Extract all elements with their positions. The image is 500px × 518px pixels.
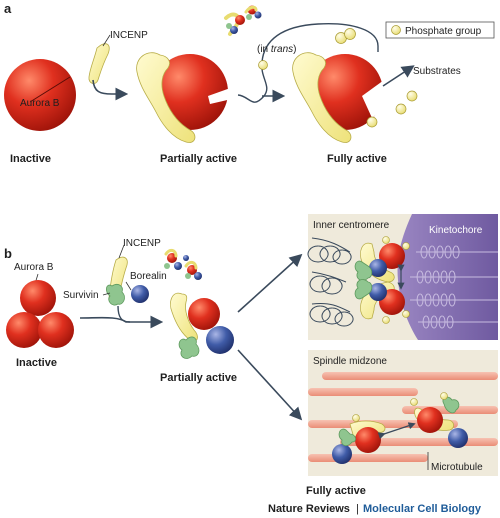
aurora-b-leader-line	[29, 76, 71, 103]
state-label-inactive-b: Inactive	[16, 357, 57, 369]
panel-b: b Aurora B Inactive INCENP Survivin Bore…	[4, 214, 498, 497]
kinase-open-cleft	[362, 80, 386, 118]
arrow-to-inner-centromere	[237, 253, 303, 313]
incenp-protein-full	[292, 52, 352, 143]
arrow-autophosphorylation-loop	[237, 23, 379, 103]
legend-box	[385, 21, 495, 39]
partially-active-complex-a	[136, 52, 236, 143]
incenp-protein-cpc-b	[170, 292, 198, 342]
incenp-protein-partial	[136, 52, 196, 143]
mini-complex-pool-b	[164, 248, 202, 280]
phosphate-group-trans	[258, 60, 268, 70]
borealin-protein-b	[131, 285, 149, 303]
state-label-partial-b: Partially active	[160, 372, 237, 384]
mini-complex-pool-a	[224, 5, 262, 36]
phosphate-group-2	[344, 28, 356, 40]
aurora-b-kinase-b-2	[6, 312, 42, 348]
incenp-label-b: INCENP	[123, 238, 161, 249]
legend-phosphate-icon	[391, 25, 401, 35]
survivin-protein-b	[106, 284, 125, 306]
survivin-leader	[102, 292, 111, 296]
state-label-full-a: Fully active	[327, 153, 387, 165]
panel-a-letter: a	[4, 1, 12, 16]
trans-phosphorylation-arrow-midzone	[377, 422, 416, 440]
phosphate-group-substrate-1	[406, 90, 418, 102]
survivin-protein-cpc-b	[178, 336, 200, 359]
borealin-protein-cpc-b	[206, 326, 234, 354]
arrow-inactive-to-partial-a	[92, 79, 129, 101]
credit-separator: |	[356, 503, 359, 515]
credit-journal: Nature Reviews	[268, 503, 350, 515]
state-label-inactive-a: Inactive	[10, 153, 51, 165]
panel-a: a Aurora B INCENP (in trans)	[4, 1, 495, 165]
panel-b-letter: b	[4, 246, 12, 261]
aurora-b-label-a: Aurora B	[20, 98, 60, 109]
aurora-b-kinase-inactive	[4, 59, 76, 131]
legend-label: Phosphate group	[405, 26, 482, 37]
survivin-label: Survivin	[63, 290, 99, 301]
incenp-protein-free	[88, 43, 110, 84]
journal-credit: Nature Reviews | Molecular Cell Biology	[268, 503, 482, 515]
aurora-b-kinase-b-1	[20, 280, 56, 316]
partially-active-cpc	[170, 292, 234, 359]
aurora-b-kinase-b-3	[38, 312, 74, 348]
arrow-to-substrates	[382, 65, 415, 87]
borealin-label: Borealin	[130, 271, 167, 282]
kinetochore-label: Kinetochore	[429, 225, 483, 236]
aurora-b-kinase-cpc-b	[188, 298, 220, 330]
credit-subject: Molecular Cell Biology	[363, 503, 482, 515]
kinetochore-microtubules	[410, 245, 498, 329]
microtubule-label: Microtubule	[431, 462, 483, 473]
cpc-centromere-top	[354, 236, 410, 283]
borealin-leader	[125, 281, 132, 291]
cpc-midzone-right	[410, 392, 468, 448]
incenp-b-leader	[118, 244, 125, 259]
in-trans-label: (in trans)	[257, 44, 296, 55]
aurora-b-label-b: Aurora B	[14, 262, 54, 273]
phosphate-group-3	[366, 116, 378, 128]
inner-centromere-panel: Inner centromere Kinetochore	[307, 214, 498, 340]
spindle-midzone-panel: Spindle midzone	[308, 350, 498, 476]
arrow-subunit-join	[117, 305, 131, 323]
state-label-full-b: Fully active	[306, 485, 366, 497]
phosphate-legend: Phosphate group	[385, 21, 495, 39]
substrates-label: Substrates	[413, 66, 461, 77]
inner-centromere-label: Inner centromere	[313, 220, 390, 231]
incenp-leader-line	[102, 34, 111, 47]
arrow-to-spindle-midzone	[237, 349, 303, 421]
phosphate-group-substrate-2	[395, 103, 407, 115]
incenp-label-a: INCENP	[110, 30, 148, 41]
fully-active-complex-a	[292, 28, 386, 143]
spindle-midzone-label: Spindle midzone	[313, 356, 387, 367]
cpc-centromere-bottom	[354, 279, 410, 324]
cpc-midzone-left	[332, 414, 386, 464]
state-label-partial-a: Partially active	[160, 153, 237, 165]
cpc-subunits: INCENP Survivin Borealin	[63, 238, 167, 306]
chromatin-coils	[307, 237, 354, 327]
arrow-inactive-to-partial-b	[79, 315, 164, 329]
kinase-cleft-partial	[208, 86, 236, 104]
